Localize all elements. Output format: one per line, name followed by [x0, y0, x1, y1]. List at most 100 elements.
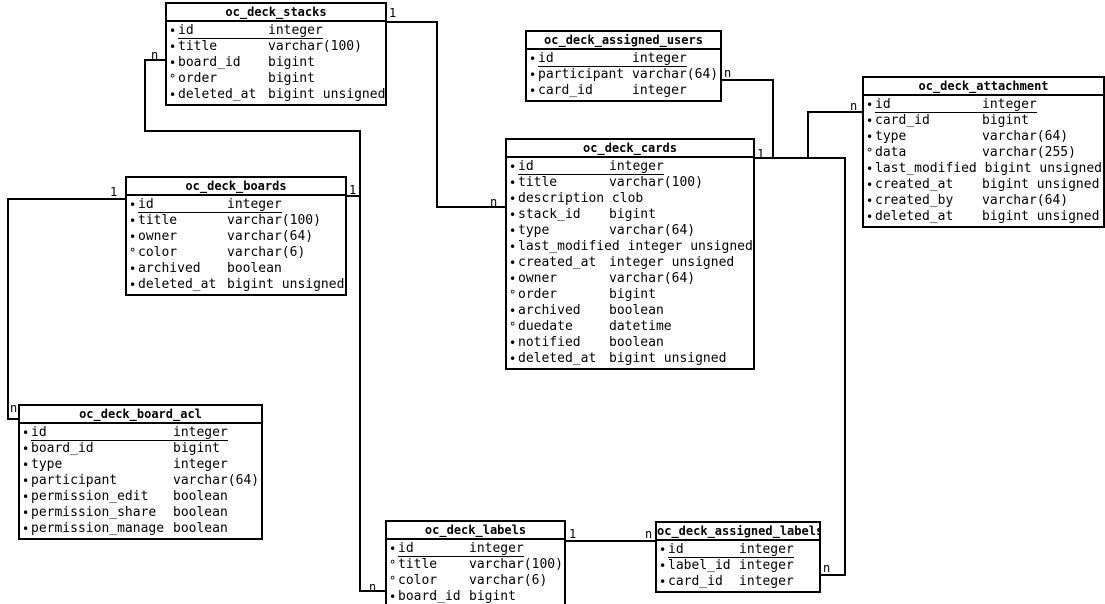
relationship-line-boards-labels — [347, 195, 385, 592]
field-name: deleted_at — [138, 277, 217, 292]
not-null-icon: • — [22, 490, 30, 504]
field-name: deleted_at — [518, 351, 597, 366]
not-null-icon: • — [509, 208, 517, 222]
field-row: •id integer — [509, 159, 752, 175]
nullable-icon: ° — [509, 288, 517, 302]
field-name: type — [875, 129, 907, 144]
not-null-icon: • — [22, 506, 30, 520]
not-null-icon: • — [22, 522, 30, 536]
field: title varchar(100) — [518, 175, 703, 191]
cardinality-label: n — [645, 527, 653, 541]
cardinality-label: n — [151, 48, 159, 62]
relationship-line-stacks-cards — [387, 21, 505, 208]
field-name: owner — [518, 271, 558, 286]
field-name: deleted_at — [178, 87, 257, 102]
field-name: last_modified — [518, 239, 620, 254]
not-null-icon: • — [509, 336, 517, 350]
field-name: id — [518, 159, 534, 174]
not-null-icon: • — [169, 24, 177, 38]
field-name: id — [31, 425, 47, 440]
field-type: varchar(64) — [227, 229, 314, 244]
not-null-icon: • — [509, 160, 517, 174]
field-type: integer — [739, 542, 794, 557]
not-null-icon: • — [169, 88, 177, 102]
not-null-icon: • — [169, 40, 177, 54]
nullable-icon: ° — [389, 574, 397, 588]
nullable-icon: ° — [169, 72, 177, 86]
field-name: duedate — [518, 319, 573, 334]
table-title: oc_deck_attachment — [864, 78, 1103, 96]
field-type: bigint unsigned — [982, 177, 1100, 192]
field-type: integer unsigned — [609, 255, 735, 270]
cardinality-label: 1 — [757, 147, 765, 161]
field-name: title — [518, 175, 558, 190]
cardinality-label: n — [10, 401, 18, 415]
not-null-icon: • — [509, 352, 517, 366]
relationship-line-boards-board-acl — [7, 198, 125, 420]
table-title: oc_deck_labels — [387, 522, 564, 540]
field-type: varchar(6) — [227, 245, 306, 260]
field-type: varchar(100) — [609, 175, 703, 190]
field-type: bigint unsigned — [982, 209, 1100, 224]
not-null-icon: • — [22, 442, 30, 456]
field-type: clob — [611, 191, 644, 206]
field-type: bigint unsigned — [268, 87, 386, 102]
field-name: card_id — [875, 113, 930, 128]
field-type: integer — [609, 159, 664, 174]
cardinality-label: n — [490, 195, 498, 209]
field-type: bigint unsigned — [984, 161, 1102, 176]
cardinality-label: n — [369, 580, 377, 594]
not-null-icon: • — [129, 230, 137, 244]
field-name: title — [398, 557, 438, 572]
field-type: datetime — [609, 319, 672, 334]
field-type: bigint — [609, 287, 656, 302]
field-name: order — [178, 71, 218, 86]
field-type: varchar(255) — [982, 145, 1076, 160]
field-type: bigint — [982, 113, 1029, 128]
field-type: varchar(64) — [609, 271, 696, 286]
nullable-icon: ° — [129, 246, 137, 260]
cardinality-label: n — [823, 561, 831, 575]
not-null-icon: • — [389, 542, 397, 556]
not-null-icon: • — [129, 198, 137, 212]
field-type: integer — [268, 23, 323, 38]
nullable-icon: ° — [866, 146, 874, 160]
field-row: •deleted_at bigint unsigned — [169, 87, 386, 103]
field-type: integer — [632, 51, 687, 66]
field-type: bigint — [268, 71, 315, 86]
